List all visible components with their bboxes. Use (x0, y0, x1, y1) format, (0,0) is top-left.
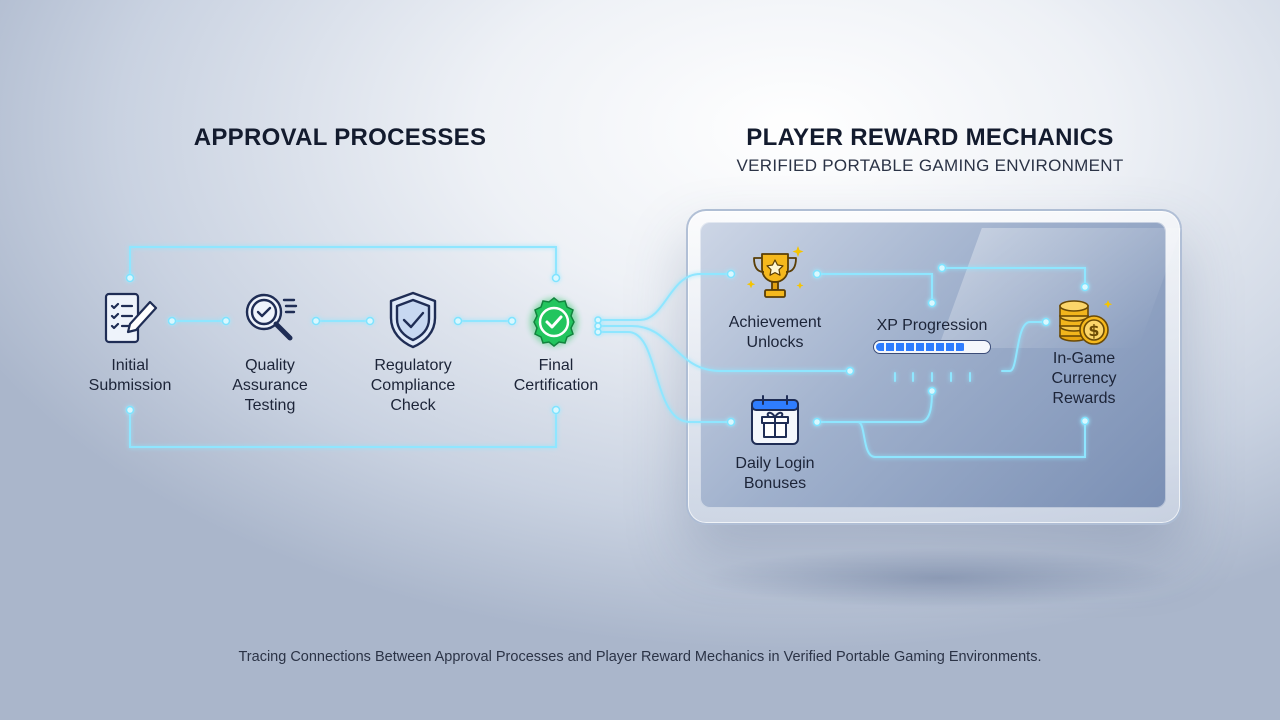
approval-bottom-loop (129, 409, 557, 448)
player-reward-mechanics-heading: PLAYER REWARD MECHANICS (746, 124, 1114, 151)
step-quality-assurance-testing: Quality Assurance Testing (232, 357, 308, 414)
step-regulatory-compliance-check: Regulatory Compliance Check (370, 357, 456, 414)
link-cert-xp (597, 325, 851, 372)
coin-stack-icon: $ (1059, 300, 1113, 345)
link-daily-currency (849, 420, 1086, 458)
document-pen-icon (104, 292, 158, 344)
link-cert-achievement (597, 273, 732, 321)
reward-xp-progression: XP Progression (876, 317, 988, 334)
reward-daily-login-bonuses: Daily Login Bonuses (735, 455, 815, 492)
footer-caption: Tracing Connections Between Approval Pro… (238, 649, 1042, 665)
xp-tick-marks (894, 372, 971, 382)
trophy-icon (746, 246, 804, 298)
magnifier-check-icon (245, 293, 298, 341)
device-shadow (700, 548, 1180, 608)
badge-check-icon (530, 297, 578, 347)
reward-achievement-unlocks: Achievement Unlocks (728, 314, 822, 351)
step-final-certification: Final Certification (513, 357, 599, 394)
link-top-currency (941, 267, 1086, 288)
link-daily-xp (816, 390, 933, 423)
svg-text:$: $ (1088, 321, 1099, 340)
step-initial-submission: Initial Submission (88, 357, 172, 394)
approval-processes-heading: APPROVAL PROCESSES (193, 124, 487, 151)
connector-nodes (125, 263, 1090, 427)
link-cert-daily (597, 331, 732, 423)
xp-progress-bar (873, 340, 991, 354)
reward-subtitle: VERIFIED PORTABLE GAMING ENVIRONMENT (736, 156, 1124, 175)
link-xp-currency (1001, 321, 1047, 372)
shield-check-icon (389, 291, 437, 349)
xp-progress-fill (876, 343, 966, 351)
reward-in-game-currency: In-Game Currency Rewards (1051, 350, 1117, 407)
calendar-gift-icon (751, 395, 799, 445)
approval-top-loop (129, 246, 557, 279)
link-achievement-xp (816, 273, 933, 304)
